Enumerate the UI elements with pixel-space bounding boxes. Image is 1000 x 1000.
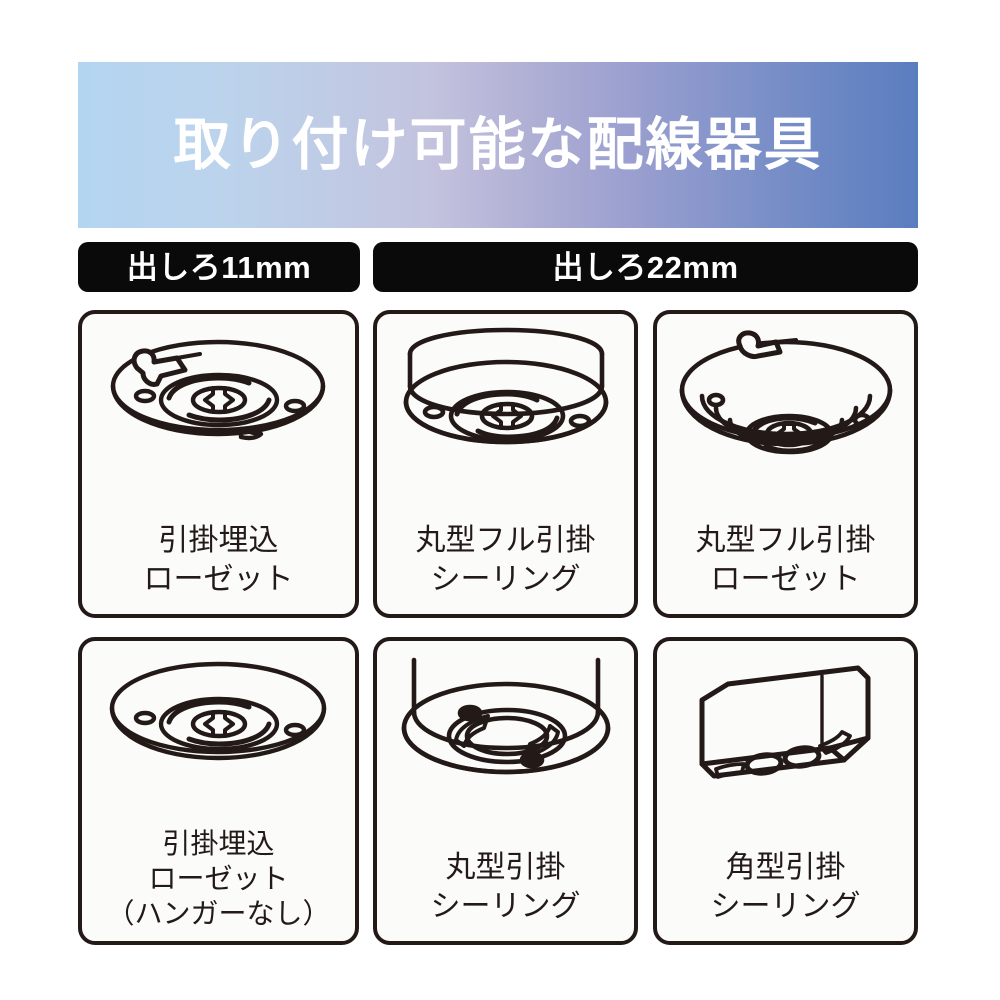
round-full-hook-ceiling-icon bbox=[377, 320, 634, 488]
embedded-rosette-with-hanger-icon bbox=[82, 320, 355, 488]
category-bar-label: 出しろ22mm bbox=[552, 249, 739, 285]
fixture-card-round-hook-ceiling: 丸型引掛 シーリング bbox=[373, 637, 638, 945]
header-banner: 取り付け可能な配線器具 bbox=[78, 62, 918, 228]
fixture-card-label: 引掛埋込 ローゼット bbox=[143, 523, 294, 597]
fixture-card-round-full-hook-rosette: 丸型フル引掛 ローゼット bbox=[653, 310, 918, 618]
fixture-card-label: 丸型フル引掛 ローゼット bbox=[695, 523, 876, 597]
round-hook-ceiling-icon bbox=[377, 647, 634, 815]
fixture-card-embedded-rosette-no-hanger: 引掛埋込 ローゼット （ハンガーなし） bbox=[78, 637, 359, 945]
fixture-card-label: 角型引掛 シーリング bbox=[710, 850, 861, 924]
page-title: 取り付け可能な配線器具 bbox=[173, 112, 823, 177]
fixture-card-round-full-hook-ceiling: 丸型フル引掛 シーリング bbox=[373, 310, 638, 618]
category-bar-label: 出しろ11mm bbox=[126, 249, 312, 285]
square-hook-ceiling-icon bbox=[657, 647, 914, 815]
fixture-card-embedded-rosette: 引掛埋込 ローゼット bbox=[78, 310, 359, 618]
category-bar-deshiro-11mm: 出しろ11mm bbox=[78, 242, 360, 292]
fixture-card-square-hook-ceiling: 角型引掛 シーリング bbox=[653, 637, 918, 945]
embedded-rosette-no-hanger-icon bbox=[82, 647, 355, 815]
fixture-card-label: 丸型フル引掛 シーリング bbox=[415, 523, 596, 597]
category-bar-deshiro-22mm: 出しろ22mm bbox=[373, 242, 918, 292]
fixture-card-label: 引掛埋込 ローゼット （ハンガーなし） bbox=[106, 828, 331, 929]
fixture-card-label: 丸型引掛 シーリング bbox=[430, 850, 581, 924]
round-full-hook-rosette-icon bbox=[657, 320, 914, 488]
